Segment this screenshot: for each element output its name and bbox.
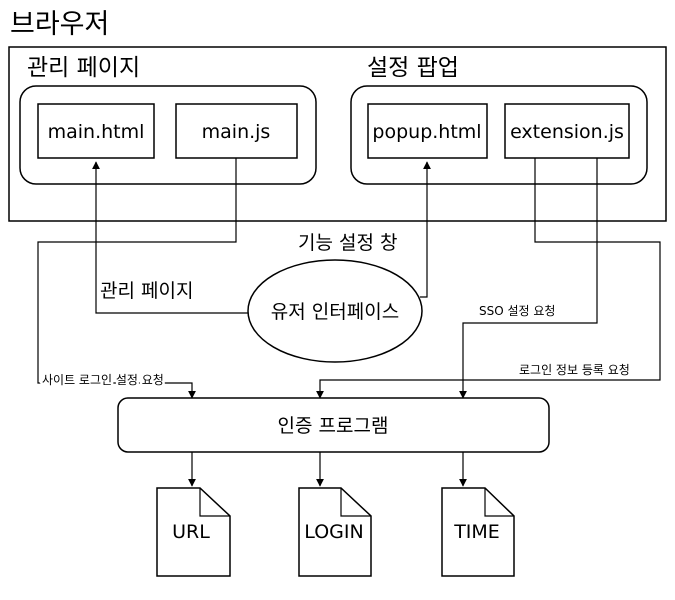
file-main-js bbox=[175, 103, 298, 159]
document-url-fold bbox=[199, 488, 230, 517]
document-time bbox=[441, 487, 515, 577]
document-time-label: TIME bbox=[453, 521, 500, 543]
file-extension-js-label: extension.js bbox=[510, 121, 624, 143]
user-interface-node bbox=[247, 259, 423, 363]
document-login-fold bbox=[340, 488, 371, 517]
document-time-fold bbox=[484, 488, 514, 517]
edge-mainjs-to-auth bbox=[37, 158, 237, 399]
login-info-request-label: 로그인 정보 등록 요청 bbox=[519, 363, 630, 377]
feature-settings-label: 기능 설정 창 bbox=[298, 232, 397, 254]
browser-title: 브라우저 bbox=[10, 9, 109, 40]
file-main-js-label: main.js bbox=[202, 121, 271, 143]
file-popup-html-label: popup.html bbox=[372, 121, 481, 143]
admin-group-title: 관리 페이지 bbox=[27, 55, 140, 81]
sso-request-label: SSO 설정 요청 bbox=[479, 304, 555, 318]
file-main-html bbox=[37, 103, 155, 159]
edge-extension-sso-to-auth bbox=[459, 158, 598, 399]
document-login-label: LOGIN bbox=[304, 521, 363, 543]
user-interface-label: 유저 인터페이스 bbox=[271, 301, 399, 323]
auth-program-label: 인증 프로그램 bbox=[278, 415, 389, 437]
site-login-request-label: 사이트 로그인 설정 요청 bbox=[42, 373, 164, 387]
document-login bbox=[298, 487, 372, 577]
admin-page-edge-label: 관리 페이지 bbox=[100, 280, 193, 302]
document-url bbox=[156, 487, 231, 577]
auth-program-box bbox=[117, 397, 550, 453]
file-main-html-label: main.html bbox=[48, 121, 145, 143]
edge-ui-to-popup-html bbox=[420, 161, 431, 298]
file-popup-html bbox=[367, 103, 488, 159]
popup-group-title: 설정 팝업 bbox=[367, 55, 459, 81]
file-extension-js bbox=[504, 103, 630, 159]
edge-extension-to-auth bbox=[316, 158, 661, 399]
edge-ui-to-main-html bbox=[92, 161, 262, 314]
document-url-label: URL bbox=[172, 521, 210, 543]
